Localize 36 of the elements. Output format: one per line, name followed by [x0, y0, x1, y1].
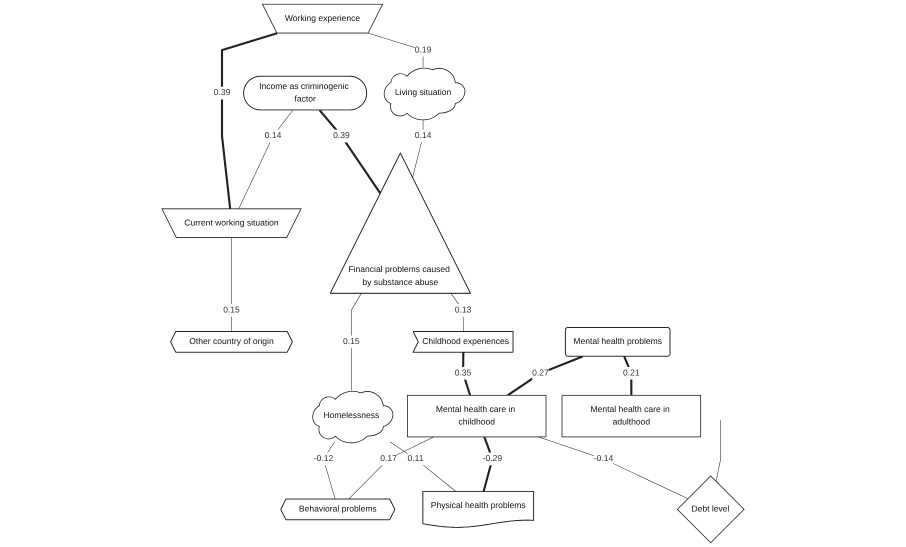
connector	[716, 420, 721, 482]
edge-label: 0.17	[380, 454, 397, 464]
edge-label: 0.35	[454, 368, 472, 378]
node-box: Mental health care in adulthood	[562, 394, 702, 438]
edge-label: -0.12	[314, 454, 334, 464]
connector	[482, 436, 494, 492]
edge-label: -0.14	[594, 454, 614, 464]
edge-label: 0.27	[532, 368, 549, 378]
connector	[318, 109, 382, 194]
connector	[348, 436, 434, 500]
connector	[462, 352, 472, 396]
edge-label: 0.14	[414, 131, 432, 140]
edge-label: 0.19	[414, 45, 432, 54]
connector	[231, 238, 232, 332]
edge-label: -0.29	[482, 454, 502, 464]
connector	[450, 293, 464, 332]
connector	[538, 436, 688, 499]
connector	[507, 356, 583, 396]
edge-label: 0.11	[408, 454, 424, 464]
edge-label: 0.21	[623, 368, 640, 378]
connector	[368, 32, 424, 68]
edge-label: 0.39	[333, 131, 350, 140]
edge-label: 0.15	[223, 306, 240, 315]
connector	[238, 110, 294, 210]
connector	[351, 293, 362, 391]
connector	[623, 356, 632, 396]
connector	[323, 442, 336, 500]
edge-label: 0.15	[342, 337, 360, 346]
edge-label: 0.14	[264, 131, 282, 140]
edge-label: 0.39	[214, 88, 230, 98]
node-diamond: Debt level	[676, 475, 745, 544]
connector	[390, 442, 456, 492]
connector	[220, 32, 278, 210]
node-box: Mental health care in childhood	[407, 394, 546, 438]
connector	[412, 118, 424, 178]
edge-label: 0.13	[454, 306, 472, 315]
